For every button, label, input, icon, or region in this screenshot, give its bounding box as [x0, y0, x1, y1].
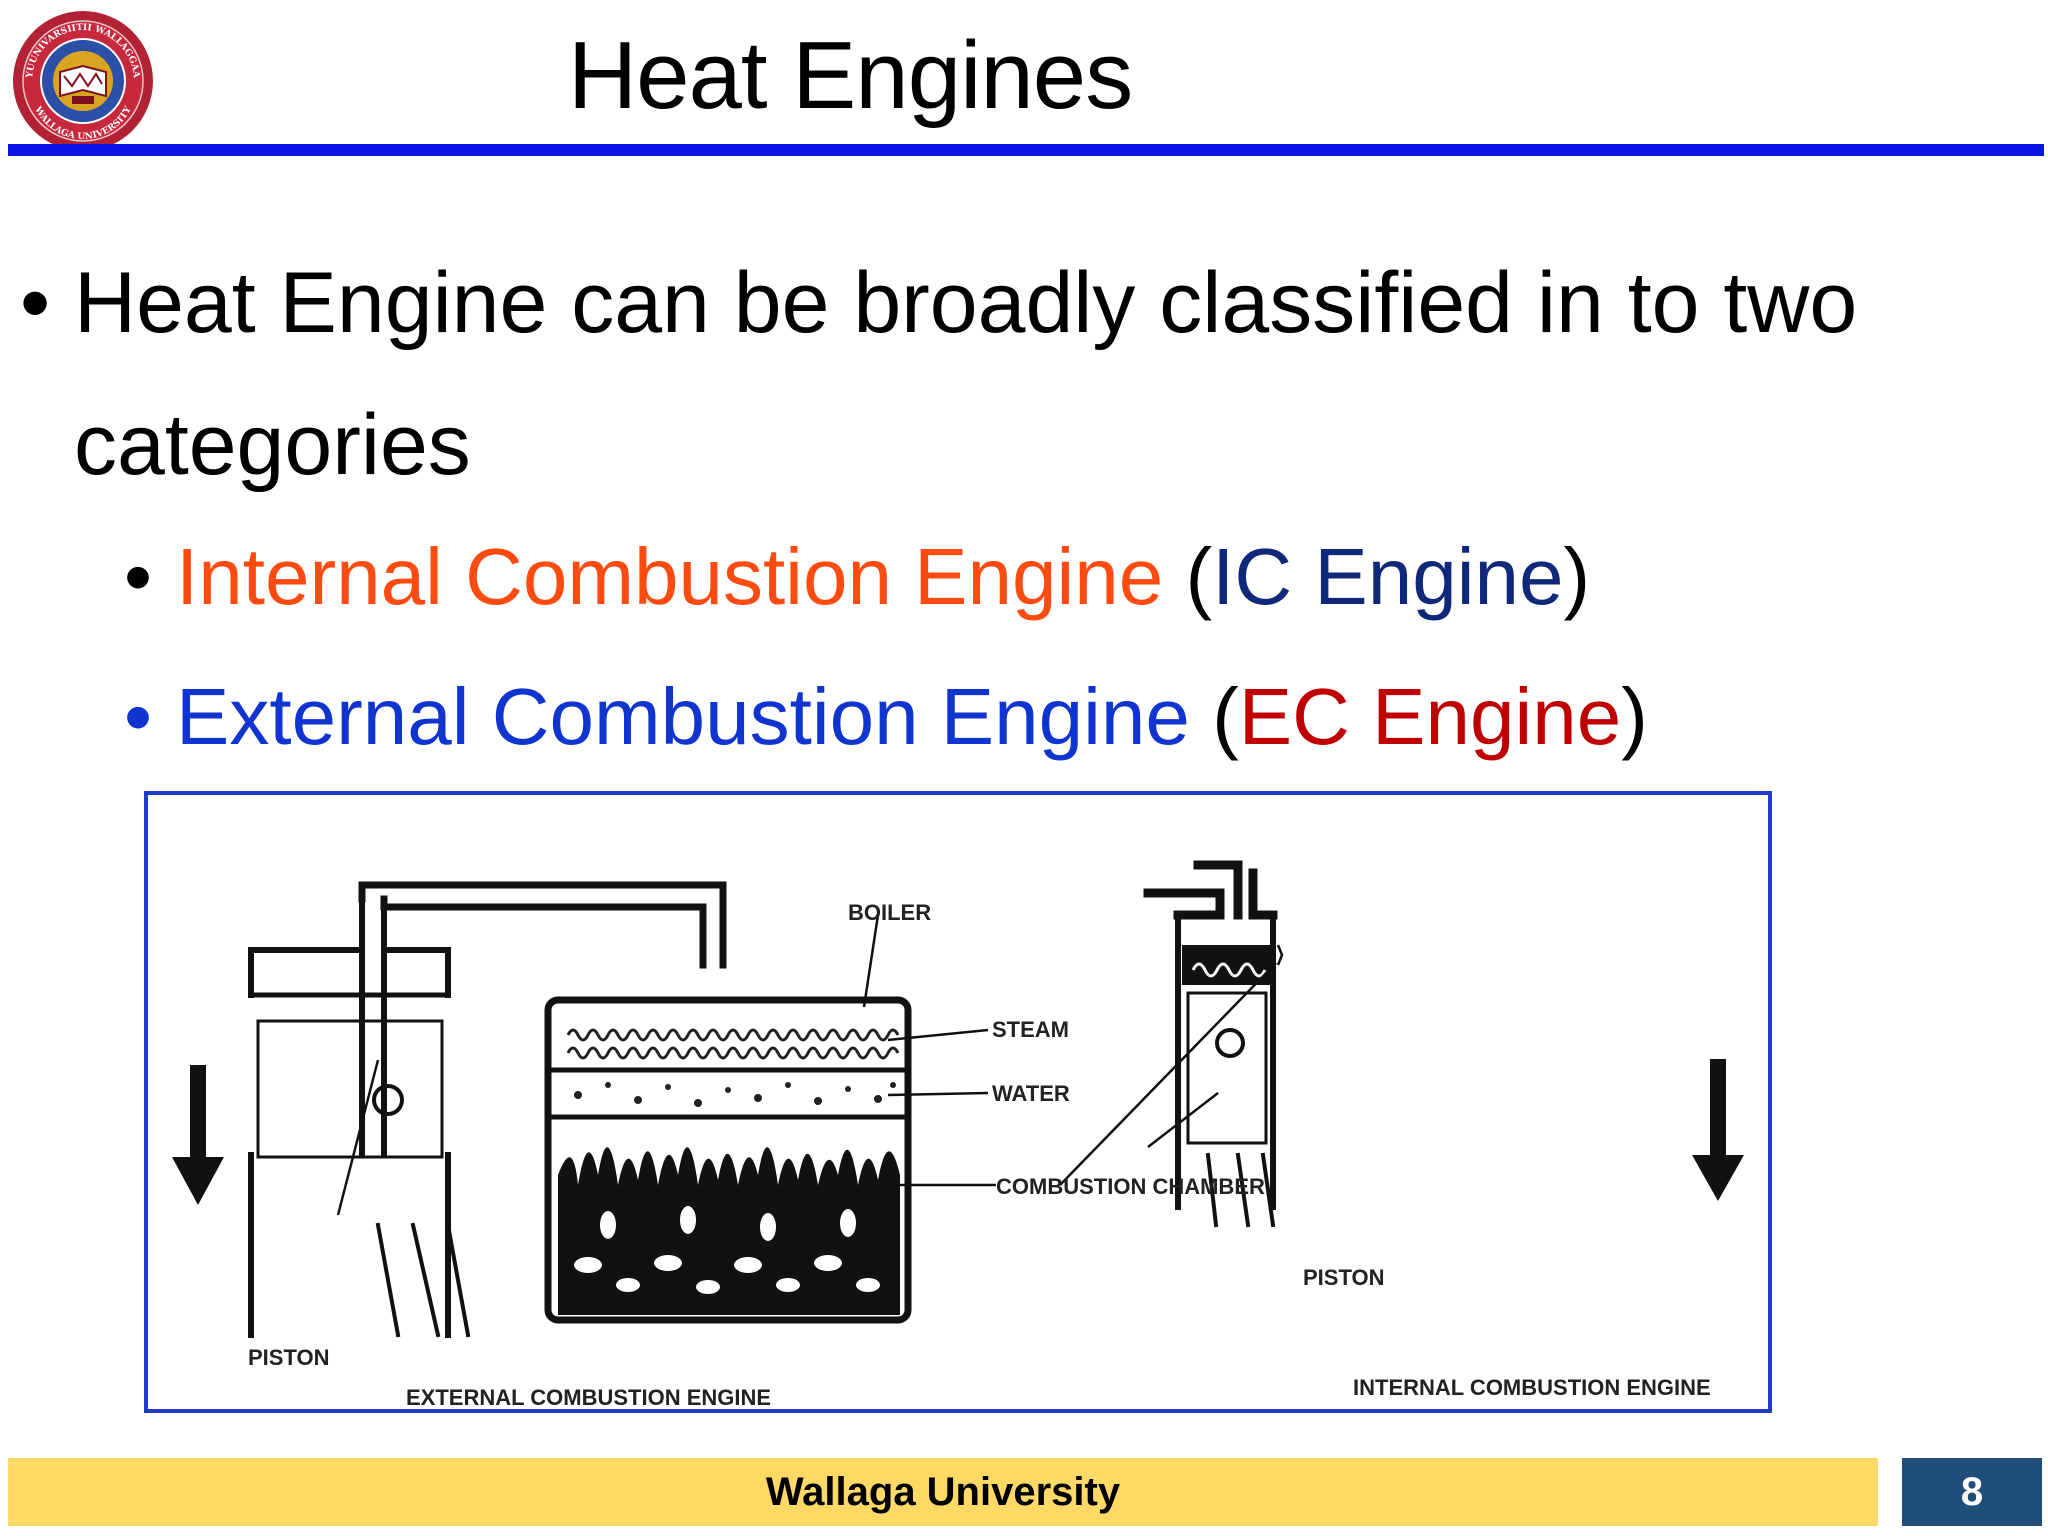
leader-lines	[336, 914, 1284, 1216]
sub-bullet-ec-engine: • External Combustion Engine (EC Engine)	[124, 667, 1648, 767]
flames	[558, 1147, 900, 1315]
boiler	[544, 996, 912, 1324]
main-bullet: • Heat Engine can be broadly classified …	[20, 232, 2030, 516]
footer-bar: Wallaga University	[8, 1458, 1878, 1526]
label-piston-left: PISTON	[248, 1345, 330, 1370]
steam-squiggles	[566, 1028, 900, 1060]
ic-engine-name: Internal Combustion Engine	[176, 532, 1164, 621]
ece-cylinder-walls	[359, 896, 387, 1158]
sub-bullet-ic-engine: • Internal Combustion Engine (IC Engine)	[124, 527, 1590, 627]
piston-left-rod	[375, 1222, 471, 1338]
engine-diagram-svg: BOILER STEAM WATER COMBUSTION CHAMBER PI…	[172, 860, 1744, 1409]
leader-water	[887, 1091, 989, 1097]
paren-open: (	[1189, 672, 1239, 761]
piston-right-body	[1186, 991, 1268, 1145]
leader-steam	[887, 1028, 989, 1042]
label-steam: STEAM	[992, 1017, 1069, 1042]
label-piston-right: PISTON	[1303, 1265, 1385, 1290]
main-bullet-text: Heat Engine can be broadly classified in…	[74, 255, 1858, 493]
footer-text: Wallaga University	[765, 1470, 1121, 1514]
label-combustion-chamber: COMBUSTION CHAMBER	[996, 1174, 1265, 1199]
ice-ports	[1143, 860, 1278, 920]
slide-title: Heat Engines	[567, 22, 1133, 129]
piston-left-pin	[372, 1084, 404, 1116]
ice-cylinder-sides	[1175, 912, 1276, 1158]
caption-external-engine: EXTERNAL COMBUSTION ENGINE	[406, 1385, 771, 1409]
leader-boiler	[862, 914, 880, 1008]
page-number: 8	[1902, 1458, 2042, 1526]
leader-combustion-right	[1059, 944, 1284, 1186]
title-underline	[8, 144, 2044, 156]
bullet-glyph: •	[124, 532, 153, 621]
leader-piston-right	[1147, 1092, 1219, 1148]
paren-close: )	[1563, 532, 1591, 621]
label-water: WATER	[992, 1081, 1070, 1106]
caption-internal-engine: INTERNAL COMBUSTION ENGINE	[1353, 1375, 1711, 1400]
flame-highlights	[574, 1206, 880, 1294]
water-bubbles	[574, 1082, 896, 1107]
piston-right-pin	[1215, 1028, 1245, 1058]
bullet-glyph: •	[124, 672, 153, 761]
leader-piston-left	[336, 1059, 380, 1216]
engine-diagram: BOILER STEAM WATER COMBUSTION CHAMBER PI…	[144, 791, 1772, 1413]
university-logo: YUUNIVARSIITII WALLAGGAA WALLAGA UNIVERS…	[13, 11, 153, 151]
bullet-glyph: •	[20, 255, 51, 351]
down-arrow-right-icon	[1692, 1059, 1744, 1201]
ece-cylinder-sides	[248, 1152, 451, 1338]
paren-open: (	[1163, 532, 1213, 621]
ec-engine-name: External Combustion Engine	[176, 672, 1190, 761]
page-number-text: 8	[1960, 1470, 1984, 1514]
piston-left-body	[256, 1019, 444, 1159]
ic-engine-abbr: IC Engine	[1212, 532, 1564, 621]
down-arrow-left-icon	[172, 1065, 224, 1205]
paren-close: )	[1621, 672, 1648, 761]
ec-engine-abbr: EC Engine	[1238, 672, 1622, 761]
steam-pipe	[358, 881, 727, 969]
label-boiler: BOILER	[848, 900, 931, 925]
